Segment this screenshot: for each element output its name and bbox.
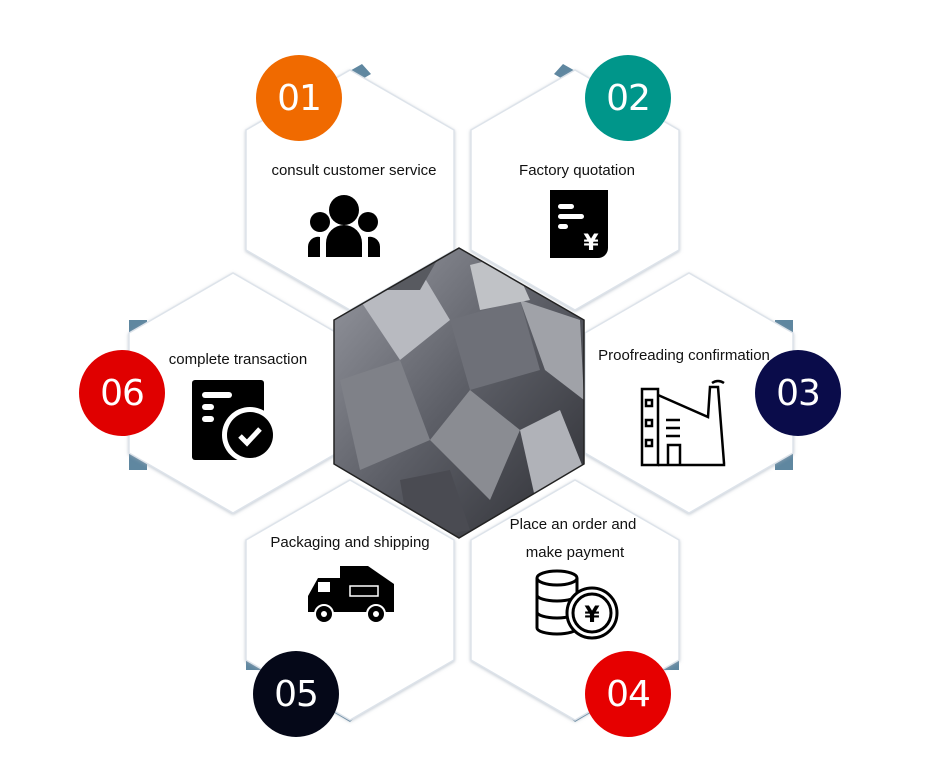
step-02-badge: 02 xyxy=(585,55,671,141)
step-03-label: Proofreading confirmation xyxy=(598,347,770,364)
step-01-badge: 01 xyxy=(256,55,342,141)
document-check-icon xyxy=(192,380,278,463)
step-04-badge: 04 xyxy=(585,651,671,737)
step-01-label: consult customer service xyxy=(271,162,437,179)
svg-text:¥: ¥ xyxy=(584,603,600,628)
coins-yen-icon: ¥ xyxy=(535,569,619,640)
step-04-label-line2: make payment xyxy=(525,544,625,561)
step-05-badge: 05 xyxy=(253,651,339,737)
hexagon-step-03 xyxy=(584,272,794,514)
step-06-label: complete transaction xyxy=(168,351,308,368)
factory-icon xyxy=(640,379,726,467)
step-03-badge: 03 xyxy=(755,350,841,436)
invoice-yen-icon: ¥ xyxy=(550,190,608,258)
truck-icon xyxy=(308,566,394,624)
step-02-label: Factory quotation xyxy=(519,162,635,179)
step-05-label: Packaging and shipping xyxy=(270,534,430,551)
people-icon xyxy=(307,195,381,257)
step-04-label-line1: Place an order and xyxy=(509,516,637,533)
svg-text:¥: ¥ xyxy=(583,231,599,256)
step-06-badge: 06 xyxy=(79,350,165,436)
